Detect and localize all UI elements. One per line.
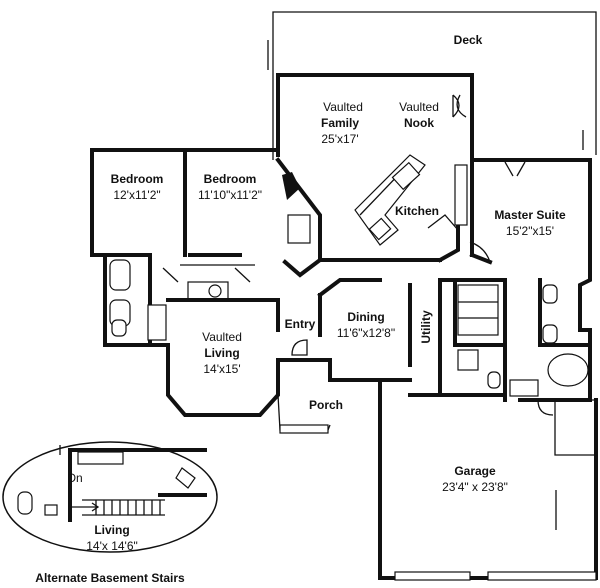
utility-label: Utility (419, 310, 433, 344)
garage-label-size: 23'4" x 23'8" (442, 480, 508, 494)
kitchen-counter (454, 164, 468, 226)
entry-dining-walls (276, 278, 412, 382)
inset-living-label: Living (94, 523, 129, 537)
bathroom-walls (109, 253, 280, 347)
porch-outline (276, 358, 382, 434)
bedroom2-label-name: Bedroom (204, 172, 257, 186)
family-label-vaulted: Vaulted (323, 100, 363, 114)
toilet-fixture-1 (111, 319, 127, 337)
nook-label-name: Nook (404, 116, 434, 130)
garage-label-name: Garage (454, 464, 496, 478)
shower-small (457, 349, 479, 371)
inset-caption: Alternate Basement Stairs (35, 571, 185, 585)
master-label-size: 15'2"x15' (506, 224, 554, 238)
vanity-fixture (187, 281, 229, 301)
nook-label-vaulted: Vaulted (399, 100, 439, 114)
master-label-name: Master Suite (494, 208, 566, 222)
room-labels: Deck Vaulted Family 25'x17' Vaulted Nook… (35, 33, 566, 585)
bedroom1-label-name: Bedroom (111, 172, 164, 186)
dining-label-name: Dining (347, 310, 384, 324)
shower-fixture (457, 284, 499, 336)
utility-walls (408, 278, 507, 402)
family-label-size: 25'x17' (321, 132, 358, 146)
entry-label: Entry (285, 317, 316, 331)
family-label-name: Family (321, 116, 359, 130)
living-label-size: 14'x15' (203, 362, 240, 376)
alternate-stairs-inset (2, 441, 218, 553)
deck-label: Deck (454, 33, 483, 47)
porch-label: Porch (309, 398, 343, 412)
living-label-vaulted: Vaulted (202, 330, 242, 344)
living-label-name: Living (204, 346, 239, 360)
kitchen-label: Kitchen (395, 204, 439, 218)
kitchen-interior (275, 94, 468, 278)
tub-fixture-master (547, 353, 589, 387)
bedroom1-label-size: 12'x11'2" (113, 188, 160, 202)
exterior-walls (90, 73, 592, 417)
pantry (287, 214, 311, 244)
tub-fixture-1 (147, 304, 167, 341)
bedroom2-label-size: 11'10"x11'2" (198, 188, 262, 202)
deck-outline (267, 11, 597, 160)
inset-stair-label: Dn (67, 471, 82, 485)
sink-fixture-1 (109, 259, 131, 291)
garage-outline (378, 378, 598, 581)
master-suite-walls (469, 158, 592, 397)
dining-label-size: 11'6"x12'8" (337, 326, 395, 340)
inset-living-size: 14'x 14'6" (86, 539, 138, 553)
stair-treads (70, 499, 165, 516)
